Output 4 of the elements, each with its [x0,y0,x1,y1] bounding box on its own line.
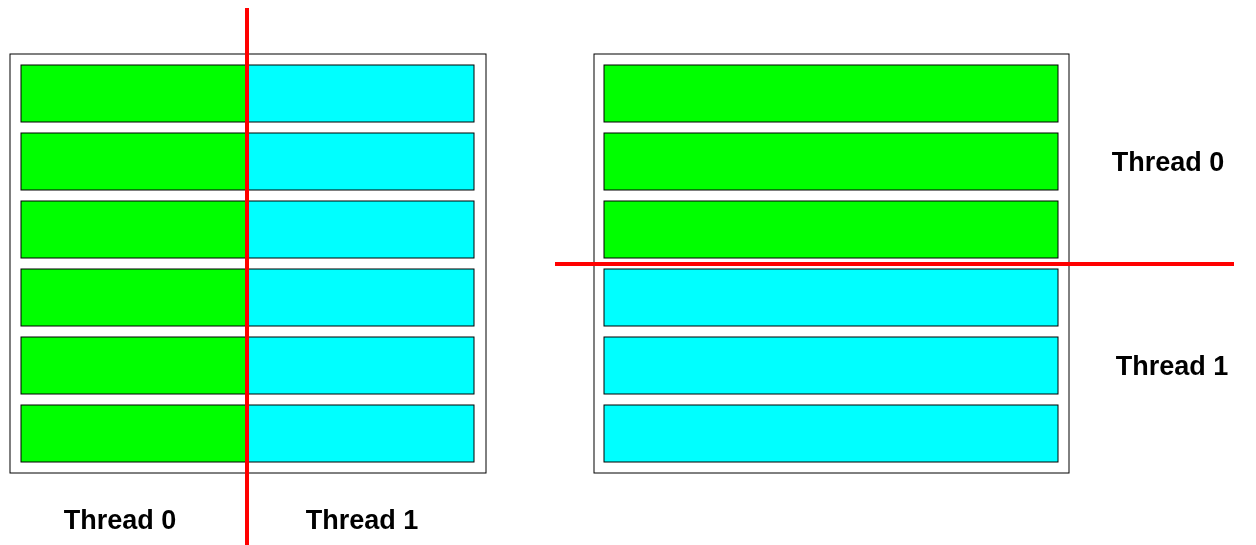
thread-label: Thread 1 [305,504,419,536]
thread-label: Thread 0 [1111,146,1225,178]
thread-label: Thread 0 [63,504,177,536]
thread-label: Thread 1 [1115,350,1229,382]
